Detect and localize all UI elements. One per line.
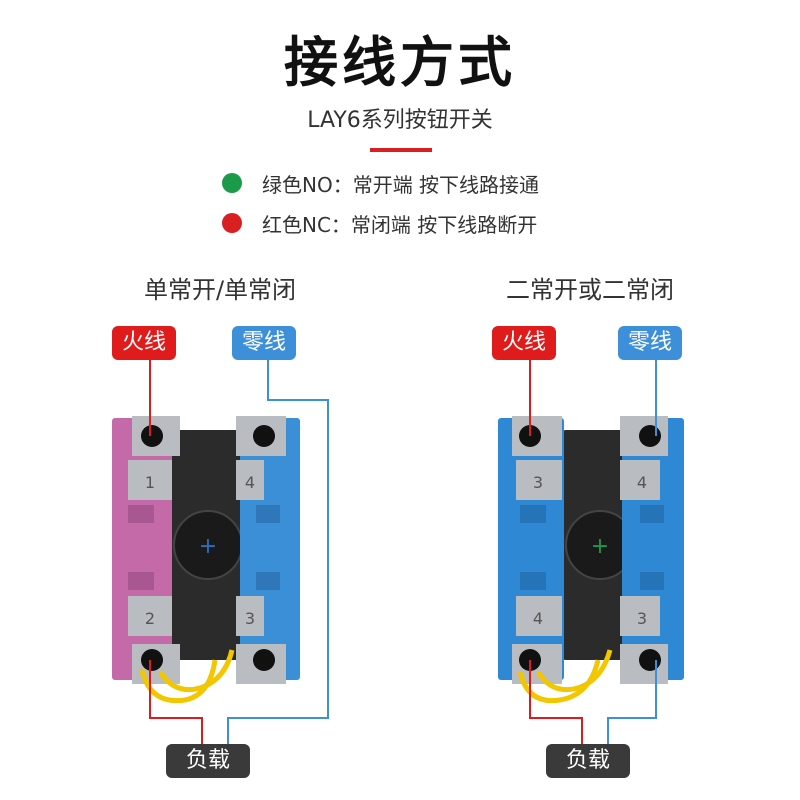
left-contact-block-right [240, 418, 300, 680]
right-label-plate-bl [516, 596, 562, 636]
left-label-plate-tr [236, 460, 264, 500]
left-label-plate-bl [128, 596, 172, 636]
left-screw-tl [141, 425, 163, 447]
page-subtitle: LAY6系列按钮开关 [307, 108, 493, 133]
left-pink-notch-2 [128, 572, 154, 590]
left-terminal-number-tr: 4 [245, 473, 255, 492]
left-neutral-wire [227, 360, 329, 744]
left-plus-icon: + [199, 534, 217, 559]
right-contact-block-right [622, 418, 684, 680]
right-terminal-number-bl: 4 [533, 609, 543, 628]
right-screw-br [639, 649, 661, 671]
right-plus-icon: + [591, 534, 609, 559]
red-dot-icon [222, 213, 242, 233]
left-screw-br [253, 649, 275, 671]
page-title: 接线方式 [284, 31, 516, 94]
green-dot-icon [222, 173, 242, 193]
left-load-tag: 负载 [166, 744, 251, 778]
left-label-plate-br [236, 596, 264, 636]
right-bridge-wire-2 [535, 649, 613, 693]
title-divider [370, 148, 432, 152]
right-right-notch-2 [640, 572, 664, 590]
left-bridge-wire-2 [157, 649, 235, 693]
right-terminal-number-tl: 3 [533, 473, 543, 492]
right-terminal-number-tr: 4 [637, 473, 647, 492]
legend-nc: 红色NC：常闭端 按下线路断开 [222, 208, 537, 238]
left-contact-block-left [112, 418, 172, 680]
right-screw-tr [639, 425, 661, 447]
left-label-plate-tl [128, 460, 172, 500]
left-live-wire-bottom [149, 660, 203, 744]
right-live-tag: 火线 [492, 326, 557, 360]
left-blue-notch-1 [256, 505, 280, 523]
left-pink-notch-1 [128, 505, 154, 523]
right-label-plate-tr [620, 460, 660, 500]
legend-no-label: 绿色NO：常开端 按下线路接通 [262, 172, 540, 197]
left-screw-bl [141, 649, 163, 671]
right-neutral-wire-bottom [607, 660, 657, 744]
left-switch: + 1 4 2 3 [112, 416, 300, 704]
left-terminal-number-bl: 2 [145, 609, 155, 628]
right-right-notch-1 [640, 505, 664, 523]
left-terminal-number-br: 3 [245, 609, 255, 628]
left-neutral-tag: 零线 [232, 326, 297, 360]
right-switch: + 3 4 4 3 [498, 416, 684, 704]
right-label-plate-tl [516, 460, 562, 500]
right-left-notch-2 [520, 572, 546, 590]
left-terminal-number-tl: 1 [145, 473, 155, 492]
right-neutral-tag: 零线 [618, 326, 683, 360]
left-live-tag: 火线 [112, 326, 177, 360]
left-blue-notch-2 [256, 572, 280, 590]
left-bridge-wire-1 [139, 659, 218, 704]
right-diagram-title: 二常开或二常闭 [506, 276, 674, 304]
legend-no: 绿色NO：常开端 按下线路接通 [222, 168, 539, 198]
right-contact-block-left [498, 418, 564, 680]
right-left-notch-1 [520, 505, 546, 523]
right-terminal-number-br: 3 [637, 609, 647, 628]
left-diagram-title: 单常开/单常闭 [143, 276, 297, 304]
legend-nc-label: 红色NC：常闭端 按下线路断开 [262, 212, 538, 237]
right-live-wire-bottom [529, 660, 583, 744]
right-label-plate-br [620, 596, 660, 636]
left-screw-tr [253, 425, 275, 447]
right-load-tag: 负载 [546, 744, 631, 778]
